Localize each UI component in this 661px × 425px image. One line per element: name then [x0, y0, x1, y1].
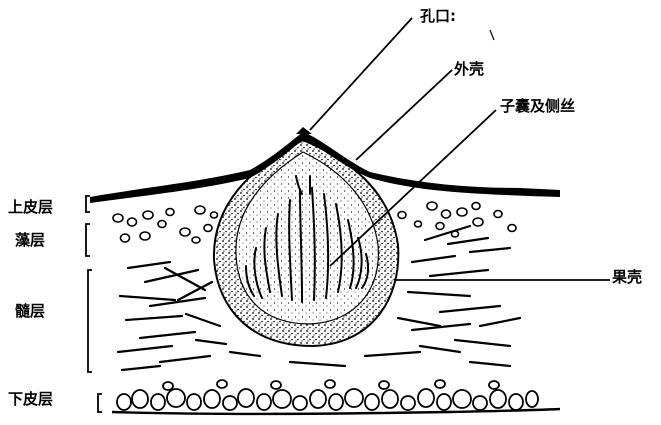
label-lower-cortex: 下皮层 — [8, 392, 53, 407]
label-algal-layer: 藻层 — [15, 233, 45, 248]
label-pericarp: 果壳 — [612, 270, 642, 285]
label-upper-cortex: 上皮层 — [8, 200, 53, 215]
lower-cortex — [112, 380, 560, 414]
label-outer-wall: 外壳 — [454, 62, 484, 77]
layer-brackets — [86, 196, 102, 412]
label-asci-paraphyses: 子囊及侧丝 — [500, 99, 575, 114]
perithecium — [214, 140, 398, 346]
label-pore: 孔口: — [420, 9, 456, 24]
label-medulla: 髓层 — [15, 304, 45, 319]
ostiole-mark — [296, 127, 312, 134]
